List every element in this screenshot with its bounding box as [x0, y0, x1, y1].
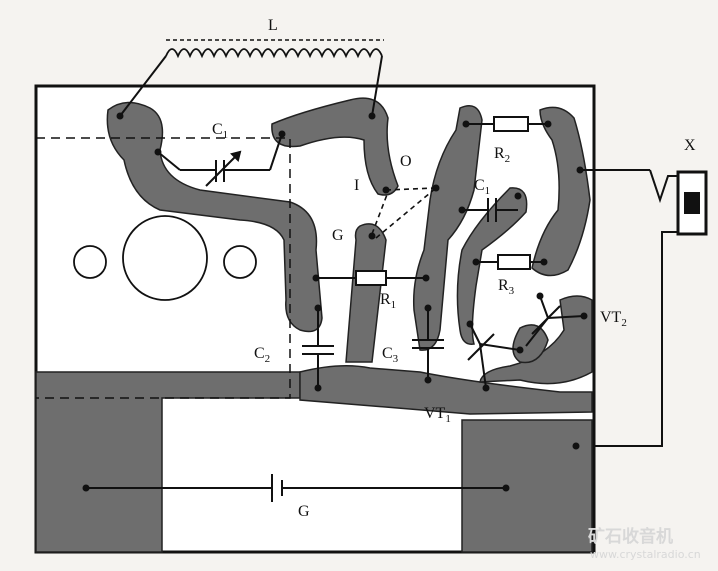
pad-coil-right — [271, 97, 399, 196]
label-output-X: X — [684, 137, 696, 154]
label-R3: R3 — [498, 277, 515, 297]
pad-r2-column — [531, 106, 591, 277]
pad-c1-r3 — [456, 187, 528, 345]
inductor-L — [119, 39, 384, 117]
capacitor-C2 — [302, 308, 334, 388]
label-battery-G: G — [298, 503, 310, 520]
tuning-dial — [73, 215, 257, 301]
resistor-R3 — [476, 254, 544, 270]
ground-bus-pad — [299, 365, 593, 415]
label-pin-O: O — [400, 153, 412, 170]
label-L: L — [268, 17, 278, 34]
pad-gate — [345, 223, 387, 363]
output-connector-X — [676, 170, 708, 236]
battery-G — [86, 474, 506, 502]
capacitor-C1-mid — [462, 198, 518, 222]
transistor-VT1 — [467, 323, 521, 389]
label-R1: R1 — [380, 291, 396, 311]
label-R2: R2 — [494, 145, 510, 165]
label-C2: C2 — [254, 345, 270, 365]
label-VT2: VT2 — [600, 309, 627, 329]
label-pin-I: I — [354, 177, 359, 194]
watermark-site-name: 矿石收音机 — [588, 526, 673, 547]
copper-pads — [35, 97, 593, 553]
battery-pad-right — [461, 419, 593, 553]
label-C1-mid: C1 — [474, 177, 490, 197]
dashed-frame — [36, 137, 291, 399]
variable-capacitor-C1 — [157, 133, 283, 187]
label-C3: C3 — [382, 345, 399, 365]
transistor-lead-dashes — [371, 187, 437, 239]
solder-points — [82, 112, 588, 492]
resistor-R1 — [316, 270, 426, 286]
watermark-url: www.crystalradio.cn — [590, 548, 701, 561]
capacitor-C3 — [412, 308, 444, 380]
label-VT1: VT1 — [424, 405, 451, 425]
label-C1-top: C1 — [212, 121, 228, 141]
label-pin-G: G — [332, 227, 344, 244]
pad-coil-left — [106, 101, 323, 333]
transistor-VT2 — [525, 295, 585, 347]
